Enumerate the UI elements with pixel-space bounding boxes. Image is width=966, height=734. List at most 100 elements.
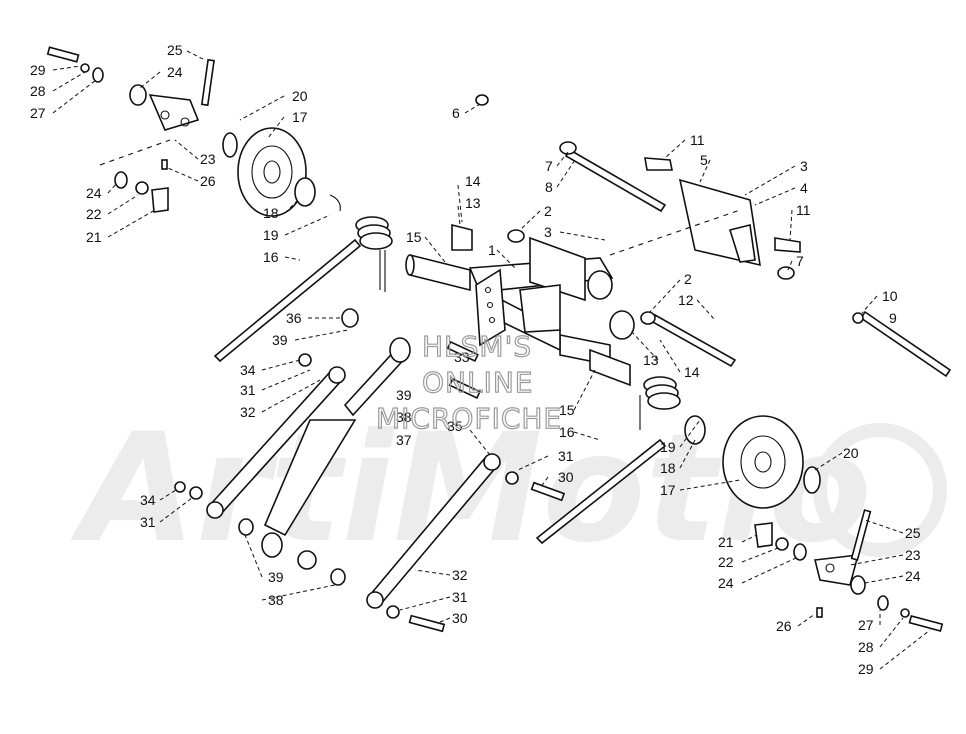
wheel-hub-ring-left [251,145,293,199]
bracket-hole-left-2 [180,117,190,127]
mounting-bracket [475,94,864,324]
callout-23: 23 [200,151,216,167]
leader-14b [659,339,681,373]
callout-18: 18 [263,205,279,221]
callout-2: 2 [544,203,552,219]
leader-19a [284,214,331,236]
leader-7a [556,151,569,167]
wheel-center-left [263,160,281,184]
leader-28a [52,71,86,92]
callout-24: 24 [718,575,734,591]
callout-11: 11 [690,132,705,148]
washer-39-b [297,550,317,570]
shaft-15-left-cap [405,254,415,276]
spacer-38-lower [330,568,346,586]
leader-16a [284,256,301,261]
leader-35 [469,429,491,456]
callout-9: 9 [889,310,897,326]
callout-24: 24 [905,568,921,584]
leader-16b [573,431,601,441]
callout-20: 20 [843,445,859,461]
frame-pivot-boss [587,270,613,300]
spring-coil-r3 [647,392,681,410]
spring-coil-3 [359,232,393,250]
wheel-assembly-left [46,46,341,217]
axle-bracket-23-right [814,554,860,586]
leader-21b [741,534,758,543]
leader-18b [679,439,696,469]
leader-8 [556,159,576,188]
callout-25: 25 [167,42,183,58]
long-bolt-9 [859,310,952,378]
leader-20a [239,95,285,121]
callout-30: 30 [558,469,574,485]
callout-3: 3 [544,224,552,240]
callout-numbers: 29 28 27 25 24 20 17 23 26 24 22 21 18 1… [30,42,921,677]
callout-31: 31 [558,448,574,464]
callout-19: 19 [660,439,676,455]
leader-22a [107,194,139,215]
leader-27a [52,79,97,114]
watermark-line-3: MICROFICHE [376,402,562,435]
callout-37: 37 [396,432,412,448]
washer-27-left [92,67,104,83]
spring-arm-rod-left [213,238,362,363]
leader-6 [464,103,481,114]
frame-upright [529,236,586,302]
bracket-tab-5 [728,224,756,263]
shock-body-37 [263,419,357,537]
callout-21: 21 [718,534,734,550]
callout-25: 25 [905,525,921,541]
bracket-hole-right [825,563,835,573]
link-32-right-bottom-eye [366,591,384,609]
nut-34-lower [174,481,186,493]
spacer-31-left [189,486,203,500]
callout-20: 20 [292,88,308,104]
leader-14a [457,184,463,223]
rod-12 [649,313,737,368]
callout-34: 34 [140,492,156,508]
leader-31d [399,596,451,611]
wheel-center-right [754,451,772,473]
callout-22: 22 [718,554,734,570]
leader-21a [107,209,156,238]
watermark-line-1: HLSM'S [422,330,532,363]
callout-21: 21 [86,229,102,245]
bolt-11-lower [774,237,801,253]
bushing-7-upper [559,141,577,155]
callout-14: 14 [684,364,700,380]
callout-28: 28 [858,639,874,655]
callout-15: 15 [559,402,575,418]
callout-39: 39 [272,332,288,348]
bolt-29-left [46,46,80,63]
leader-25a [186,50,206,61]
callout-12: 12 [678,292,694,308]
link-arms [206,366,501,609]
callout-7: 7 [545,158,553,174]
leader-32b [414,569,451,576]
bolt-29-right [908,614,944,632]
callout-33: 33 [454,349,470,365]
leader-15b [573,369,596,411]
leader-4 [754,187,796,206]
leader-24a [139,71,161,89]
washer-24-lower-left [114,171,128,189]
leader-23b [849,554,904,566]
leader-1 [496,249,516,269]
callout-19: 19 [263,227,279,243]
leader-11a [664,139,686,159]
leader-39c [244,534,263,578]
leader-2a [519,210,541,231]
washer-24-right-a [793,543,807,561]
frame-hole-3 [488,316,496,324]
leader-2b [649,279,681,313]
leader-39a [294,329,349,341]
callout-26: 26 [776,618,792,634]
callout-38: 38 [268,592,284,608]
bearing-18-right [684,415,706,445]
callout-10: 10 [882,288,898,304]
bracket-hole-left [160,110,170,120]
washer-36 [341,308,359,328]
callout-1: 1 [488,242,496,258]
callout-24: 24 [167,64,183,80]
